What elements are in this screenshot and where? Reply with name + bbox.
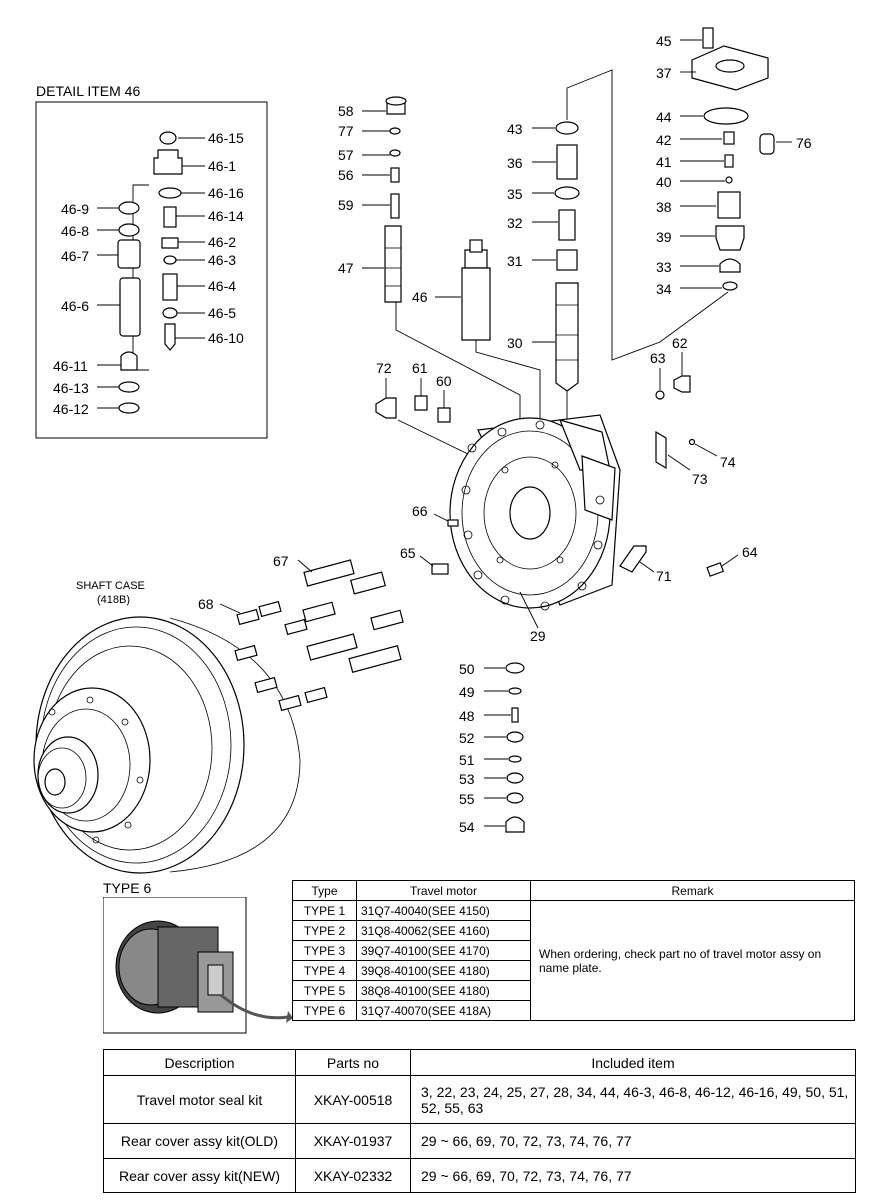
table-row: TYPE 2 31Q8-40062(SEE 4160)	[292, 920, 855, 941]
label-68: 68	[198, 596, 214, 612]
label-46-6: 46-6	[61, 298, 89, 314]
label-36: 36	[507, 155, 523, 171]
valve-stack-right	[691, 27, 775, 291]
type6-title: TYPE 6	[103, 880, 152, 896]
label-40: 40	[656, 174, 672, 190]
detail-box	[35, 101, 268, 439]
label-37: 37	[656, 65, 672, 81]
label-46-9: 46-9	[61, 201, 89, 217]
label-54: 54	[459, 819, 475, 835]
label-41: 41	[656, 154, 672, 170]
label-53: 53	[459, 771, 475, 787]
label-32: 32	[507, 215, 523, 231]
remark-header: Remark	[530, 880, 855, 901]
label-66: 66	[412, 503, 428, 519]
label-58: 58	[338, 103, 354, 119]
label-65: 65	[400, 545, 416, 561]
label-46-3: 46-3	[208, 252, 236, 268]
label-42: 42	[656, 132, 672, 148]
side-parts	[375, 375, 725, 577]
label-55: 55	[459, 791, 475, 807]
label-46-1: 46-1	[208, 158, 236, 174]
parts-no-header: Parts no	[295, 1049, 411, 1076]
valve-stack-left	[384, 96, 407, 303]
type-header: Type	[292, 880, 357, 901]
table-row: Rear cover assy kit(OLD) XKAY-01937 29 ~…	[103, 1123, 856, 1159]
label-46-14: 46-14	[208, 208, 244, 224]
label-46-7: 46-7	[61, 248, 89, 264]
label-49: 49	[459, 684, 475, 700]
label-71: 71	[656, 568, 672, 584]
kit-table: Description Parts no Included item Trave…	[103, 1049, 856, 1193]
label-60: 60	[436, 373, 452, 389]
rear-cover-29	[449, 414, 621, 611]
type6-motor-image	[103, 897, 293, 1034]
label-46-16: 46-16	[208, 185, 244, 201]
label-46-10: 46-10	[208, 330, 244, 346]
label-47: 47	[338, 260, 354, 276]
label-45: 45	[656, 33, 672, 49]
label-63: 63	[650, 350, 666, 366]
label-62: 62	[672, 335, 688, 351]
table-row: Rear cover assy kit(NEW) XKAY-02332 29 ~…	[103, 1158, 856, 1193]
label-50: 50	[459, 661, 475, 677]
label-29: 29	[530, 628, 546, 644]
label-34: 34	[656, 281, 672, 297]
label-74: 74	[720, 454, 736, 470]
label-38: 38	[656, 199, 672, 215]
label-61: 61	[412, 360, 428, 376]
label-46-13: 46-13	[53, 380, 89, 396]
label-46-8: 46-8	[61, 223, 89, 239]
shaft-case-label: SHAFT CASE	[76, 580, 145, 592]
label-46: 46	[412, 289, 428, 305]
shaft-case-418b	[33, 616, 301, 874]
label-64: 64	[742, 544, 758, 560]
exploded-parts-diagram: DETAIL ITEM 46 46-15 46-1 46-16 46-14 46…	[33, 27, 812, 874]
springs-67-68	[234, 559, 404, 712]
table-row: TYPE 6 31Q7-40070(SEE 418A)	[292, 1000, 855, 1021]
label-51: 51	[459, 752, 475, 768]
label-77: 77	[338, 123, 354, 139]
table-row: TYPE 1 31Q7-40040(SEE 4150) When orderin…	[292, 900, 855, 1021]
label-30: 30	[507, 335, 523, 351]
label-76: 76	[796, 135, 812, 151]
label-67: 67	[273, 553, 289, 569]
label-46-2: 46-2	[208, 234, 236, 250]
label-52: 52	[459, 730, 475, 746]
table-row: Travel motor seal kit XKAY-00518 3, 22, …	[103, 1075, 856, 1124]
label-44: 44	[656, 109, 672, 125]
label-73: 73	[692, 471, 708, 487]
label-59: 59	[338, 197, 354, 213]
shaft-case-ref: (418B)	[97, 594, 130, 606]
label-35: 35	[507, 186, 523, 202]
label-46-4: 46-4	[208, 278, 236, 294]
label-31: 31	[507, 253, 523, 269]
detail-title: DETAIL ITEM 46	[36, 83, 140, 99]
travel-motor-header: Travel motor	[356, 880, 531, 901]
label-46-12: 46-12	[53, 401, 89, 417]
description-header: Description	[103, 1049, 296, 1076]
label-48: 48	[459, 708, 475, 724]
label-72: 72	[376, 360, 392, 376]
bottom-parts	[505, 662, 525, 833]
label-39: 39	[656, 229, 672, 245]
cartridge-46	[461, 239, 491, 341]
label-56: 56	[338, 167, 354, 183]
label-46-15: 46-15	[208, 130, 244, 146]
included-item-header: Included item	[410, 1049, 856, 1076]
label-57: 57	[338, 147, 354, 163]
remark-text: When ordering, check part no of travel m…	[530, 900, 855, 1021]
label-33: 33	[656, 259, 672, 275]
type-table: Type Travel motor Remark TYPE 1 31Q7-400…	[292, 880, 855, 1021]
label-43: 43	[507, 121, 523, 137]
detail-parts	[117, 131, 183, 414]
valve-stack-center	[554, 121, 580, 392]
label-46-11: 46-11	[53, 358, 88, 374]
label-46-5: 46-5	[208, 305, 236, 321]
table-row: TYPE 5 38Q8-40100(SEE 4180)	[292, 980, 855, 1001]
